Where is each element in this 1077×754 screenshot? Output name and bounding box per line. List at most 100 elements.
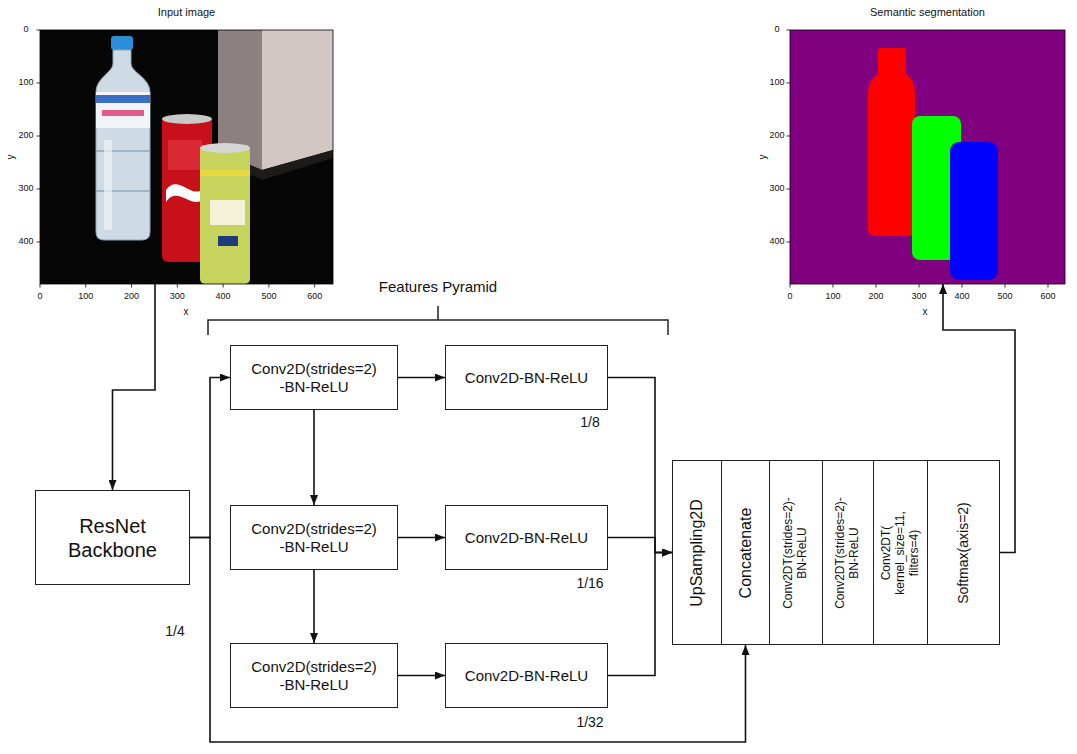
tick-label: 100 — [825, 292, 840, 302]
layer-cell: Conv2DT(strides=2)- BN-ReLU — [822, 460, 875, 645]
can-mask — [950, 142, 998, 280]
conv-box: Conv2D(strides=2) -BN-ReLU — [230, 505, 398, 570]
layer-name: UpSampling2D — [688, 468, 706, 638]
conv-box: Conv2D-BN-ReLU — [445, 505, 608, 570]
tick-label: 200 — [868, 292, 883, 302]
plot-frame — [40, 30, 333, 284]
input-photo — [37, 30, 334, 288]
layer-name: Conv2DT(strides=2)- BN-ReLU — [782, 488, 810, 618]
background-class — [790, 30, 1065, 284]
tick-label: 300 — [18, 184, 33, 194]
layer-name: Conv2D-BN-ReLU — [465, 529, 588, 547]
flow-arrow — [398, 537, 445, 539]
bottle-label-stripe — [96, 95, 150, 103]
tick-label: 200 — [18, 131, 33, 141]
flow-arrow — [608, 538, 672, 553]
cola-can-logo — [168, 140, 202, 170]
layer-name: Conv2DT( kernel_size=11, filters=4) — [880, 503, 921, 603]
conv-box: Conv2D(strides=2) -BN-ReLU — [230, 643, 398, 708]
water-bottle — [96, 50, 150, 240]
pyramid-bracket — [208, 306, 668, 335]
tick-label: 400 — [769, 237, 784, 247]
scale-label: 1/4 — [165, 624, 184, 639]
flow-arrow — [608, 378, 672, 553]
layer-name: Conv2D(strides=2) -BN-ReLU — [249, 520, 379, 556]
tick-label: 400 — [216, 292, 231, 302]
plot-panel: Semantic segmentation — [790, 6, 1065, 284]
axis-label: x — [184, 306, 189, 317]
flow-arrow — [313, 570, 315, 643]
tick-label: 600 — [307, 292, 322, 302]
tick-label: 0 — [37, 292, 42, 302]
scale-label: 1/16 — [576, 576, 603, 591]
conv-box: Conv2D(strides=2) -BN-ReLU — [230, 345, 398, 410]
backbone-box: ResNet Backbone — [35, 490, 190, 585]
layer-name: Softmax(axis=2) — [955, 468, 971, 638]
tick-label: 200 — [769, 131, 784, 141]
flow-arrow — [398, 377, 445, 379]
scale-label: 1/32 — [576, 715, 603, 730]
tick-label: 300 — [911, 292, 926, 302]
layer-name: Conv2D(strides=2) -BN-ReLU — [249, 360, 379, 396]
plot-frame — [790, 30, 1065, 284]
layer-name: Conv2D(strides=2) -BN-ReLU — [249, 658, 379, 694]
green-can-panel — [210, 200, 245, 225]
flow-arrow — [113, 284, 156, 490]
axis-label: y — [757, 155, 768, 160]
plot-title: Semantic segmentation — [870, 6, 985, 19]
tick-label: 300 — [170, 292, 185, 302]
tick-label: 100 — [78, 292, 93, 302]
layer-cell: Concatenate — [721, 460, 771, 645]
axis-label: x — [923, 306, 928, 317]
flow-arrow — [608, 553, 672, 676]
layer-name: Concatenate — [736, 468, 754, 638]
flow-arrow — [398, 675, 445, 677]
section-label: Features Pyramid — [379, 279, 497, 296]
tick-label: 400 — [18, 237, 33, 247]
tick-label: 500 — [261, 292, 276, 302]
photo-wall — [262, 30, 333, 170]
flow-arrow — [190, 378, 230, 538]
segmentation-map — [787, 30, 1066, 288]
bottle-cap — [111, 36, 133, 50]
flow-arrow — [313, 410, 315, 505]
layer-name: Conv2DT(strides=2)- BN-ReLU — [834, 488, 862, 618]
photo-table — [40, 30, 333, 284]
bottle-label — [96, 92, 150, 128]
green-can — [200, 145, 250, 284]
axis-label: y — [5, 155, 16, 160]
tick-label: 0 — [774, 25, 779, 35]
layer-cell: Conv2DT( kernel_size=11, filters=4) — [873, 460, 928, 645]
plot-title: Input image — [158, 6, 215, 19]
plot-panel: Input image — [40, 6, 333, 284]
tick-label: 100 — [769, 78, 784, 88]
layer-cell: UpSampling2D — [672, 460, 722, 645]
cola-can-lid — [162, 114, 212, 124]
layer-name: Conv2D-BN-ReLU — [465, 667, 588, 685]
tick-label: 400 — [954, 292, 969, 302]
tick-label: 100 — [18, 78, 33, 88]
bottle-highlight — [104, 140, 112, 230]
tick-label: 500 — [997, 292, 1012, 302]
layer-cell: Conv2DT(strides=2)- BN-ReLU — [769, 460, 823, 645]
conv-box: Conv2D-BN-ReLU — [445, 345, 608, 410]
scale-label: 1/8 — [580, 415, 599, 430]
green-can-logo — [218, 236, 238, 246]
green-can-lid — [200, 143, 250, 153]
tick-marks — [37, 30, 315, 288]
tick-label: 200 — [124, 292, 139, 302]
tick-label: 600 — [1040, 292, 1055, 302]
bottle-label-mark — [102, 110, 144, 116]
connector-group — [113, 284, 1016, 742]
layer-name: ResNet Backbone — [53, 514, 173, 562]
tick-label: 0 — [23, 25, 28, 35]
layer-cell: Softmax(axis=2) — [927, 460, 1001, 645]
tick-label: 0 — [787, 292, 792, 302]
bottle-mask — [868, 48, 915, 236]
layer-name: Conv2D-BN-ReLU — [465, 369, 588, 387]
tick-marks — [787, 30, 1049, 288]
tick-label: 300 — [769, 184, 784, 194]
